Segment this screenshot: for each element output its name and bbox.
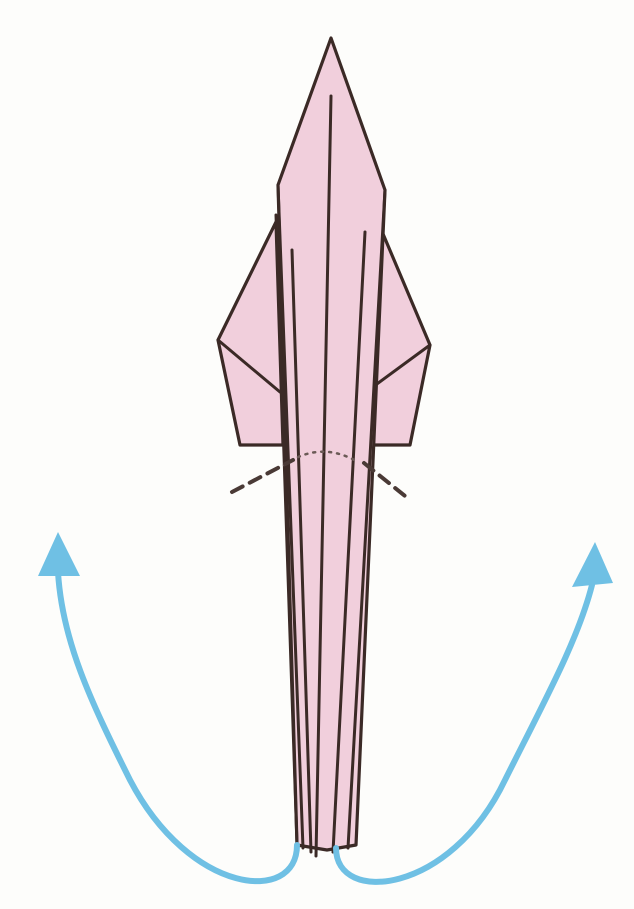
curved-arrow-up-left-icon <box>38 532 297 881</box>
left-flap <box>218 222 283 445</box>
origami-body <box>276 38 385 856</box>
curved-arrow-up-right-icon <box>336 542 613 882</box>
